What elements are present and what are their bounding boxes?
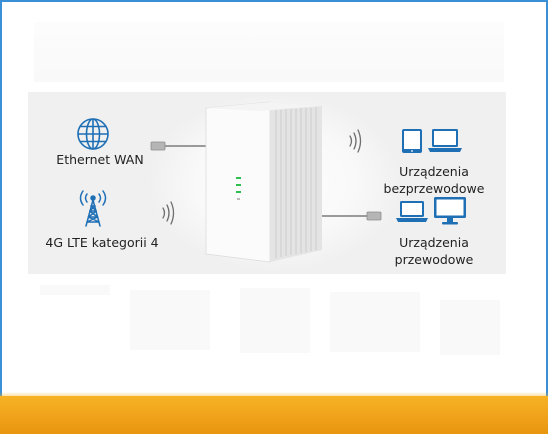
wifi-waves-icon (162, 201, 175, 225)
wireless-devices-line1: Urządzenia (399, 164, 469, 179)
status-led (237, 198, 240, 200)
ethernet-plug-icon (366, 211, 382, 221)
laptop-icon (428, 129, 462, 152)
wireless-devices-label: Urządzenia bezprzewodowe (372, 163, 496, 197)
faded-background-top (34, 22, 504, 82)
wired-devices-label: Urządzenia przewodowe (372, 234, 496, 268)
faded-background-bottom (30, 280, 510, 370)
status-led (236, 184, 241, 186)
lte-label: 4G LTE kategorii 4 (45, 235, 159, 250)
ethernet-plug-icon (150, 141, 166, 151)
status-led (236, 191, 241, 193)
accent-band-edge (0, 392, 548, 398)
ethernet-wan-label: Ethernet WAN (56, 152, 144, 167)
lan-cable (322, 211, 382, 221)
status-led (236, 177, 241, 179)
wireless-devices-line2: bezprzewodowe (383, 181, 485, 196)
wired-devices-line2: przewodowe (394, 252, 474, 267)
cell-tower-icon (79, 190, 107, 227)
router-device (205, 101, 322, 263)
wan-cable (150, 141, 206, 151)
wired-devices-line1: Urządzenia (399, 235, 469, 250)
wifi-waves-icon (349, 129, 362, 153)
monitor-icon (434, 197, 466, 225)
tablet-icon (402, 129, 422, 153)
laptop-icon (396, 201, 428, 222)
accent-band (0, 396, 548, 434)
globe-icon (77, 118, 109, 150)
